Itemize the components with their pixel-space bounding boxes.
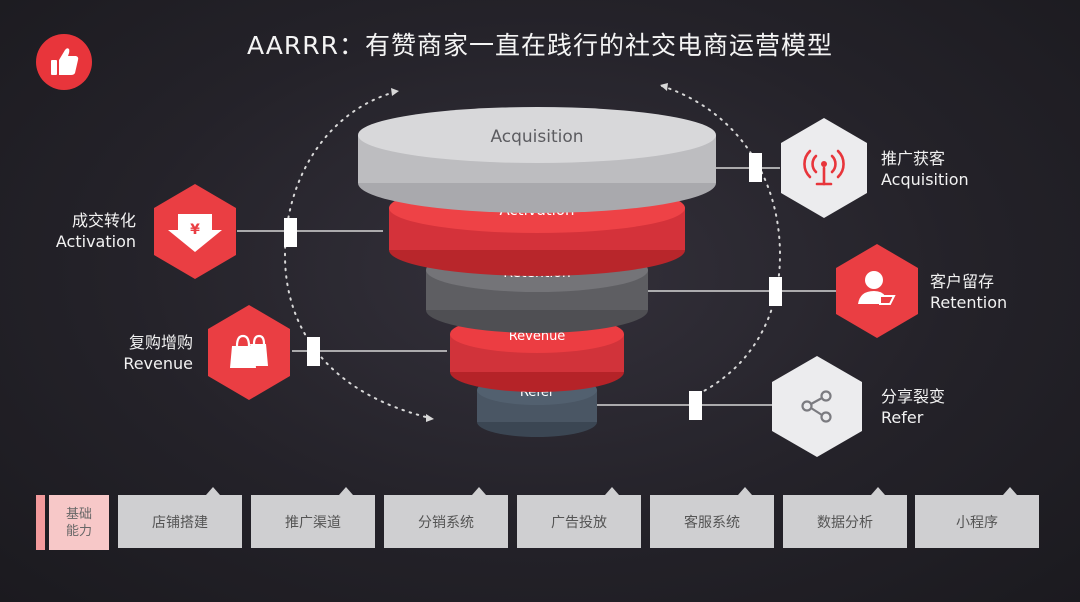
marker-revenue <box>307 337 320 366</box>
hex-revenue <box>208 305 290 400</box>
capability-mini-program: 小程序 <box>915 487 1039 548</box>
marker-refer <box>689 391 702 420</box>
page-title: AARRR：有赞商家一直在践行的社交电商运营模型 <box>246 31 833 60</box>
yuan-download-icon: ¥ <box>168 214 222 252</box>
hex-activation: ¥ <box>154 184 236 279</box>
capability-distribution-system: 分销系统 <box>384 487 508 548</box>
capability-customer-service: 客服系统 <box>650 487 774 548</box>
label-retention-en: Retention <box>930 293 1008 312</box>
label-revenue-zh: 复购增购 <box>128 333 193 352</box>
marker-activation <box>284 218 297 247</box>
right-arc-arrowhead <box>660 83 668 91</box>
base-accent-strip <box>36 495 45 550</box>
capability-data-analysis: 数据分析 <box>783 487 907 548</box>
label-acquisition-zh: 推广获客 <box>881 149 946 168</box>
label-activation-zh: 成交转化 <box>71 211 136 230</box>
hex-retention <box>836 244 918 338</box>
left-arc-arrowhead-bottom <box>426 414 434 422</box>
connector-markers <box>284 153 782 420</box>
shopping-bag-icon <box>230 334 268 368</box>
antenna-icon <box>803 149 845 186</box>
label-acquisition: 推广获客 Acquisition <box>881 148 969 190</box>
funnel-label-acquisition: Acquisition <box>490 127 583 147</box>
share-icon <box>801 390 832 423</box>
label-revenue: 复购增购 Revenue <box>100 332 193 374</box>
funnel-layer-acquisition: Acquisition <box>358 107 716 213</box>
hex-acquisition <box>781 118 867 218</box>
svg-text:¥: ¥ <box>190 222 200 238</box>
left-arc-arrowhead <box>391 88 399 96</box>
left-cycle-arc <box>283 91 431 419</box>
funnel-layer-refer: Refer <box>477 375 597 437</box>
capability-promotion-channels: 推广渠道 <box>251 487 375 548</box>
capability-store-setup: 店铺搭建 <box>118 487 242 548</box>
hex-refer <box>772 356 862 457</box>
customer-icon <box>858 271 896 305</box>
label-retention: 客户留存 Retention <box>930 271 1007 313</box>
marker-acquisition <box>749 153 762 182</box>
base-capability-label: 基础 能力 <box>49 495 109 550</box>
label-revenue-en: Revenue <box>123 354 193 373</box>
thumbs-up-logo-icon <box>36 34 92 90</box>
marker-retention <box>769 277 782 306</box>
label-retention-zh: 客户留存 <box>930 272 995 291</box>
label-refer: 分享裂变 Refer <box>881 386 945 428</box>
label-refer-zh: 分享裂变 <box>881 387 946 406</box>
label-refer-en: Refer <box>881 408 924 427</box>
capability-advertising: 广告投放 <box>517 487 641 548</box>
label-activation: 成交转化 Activation <box>40 210 136 252</box>
capability-bar: 基础 能力 店铺搭建 推广渠道 分销系统 广告投放 客服系统 数据分析 小程序 <box>36 487 1039 550</box>
label-acquisition-en: Acquisition <box>881 170 969 189</box>
label-activation-en: Activation <box>55 232 136 251</box>
